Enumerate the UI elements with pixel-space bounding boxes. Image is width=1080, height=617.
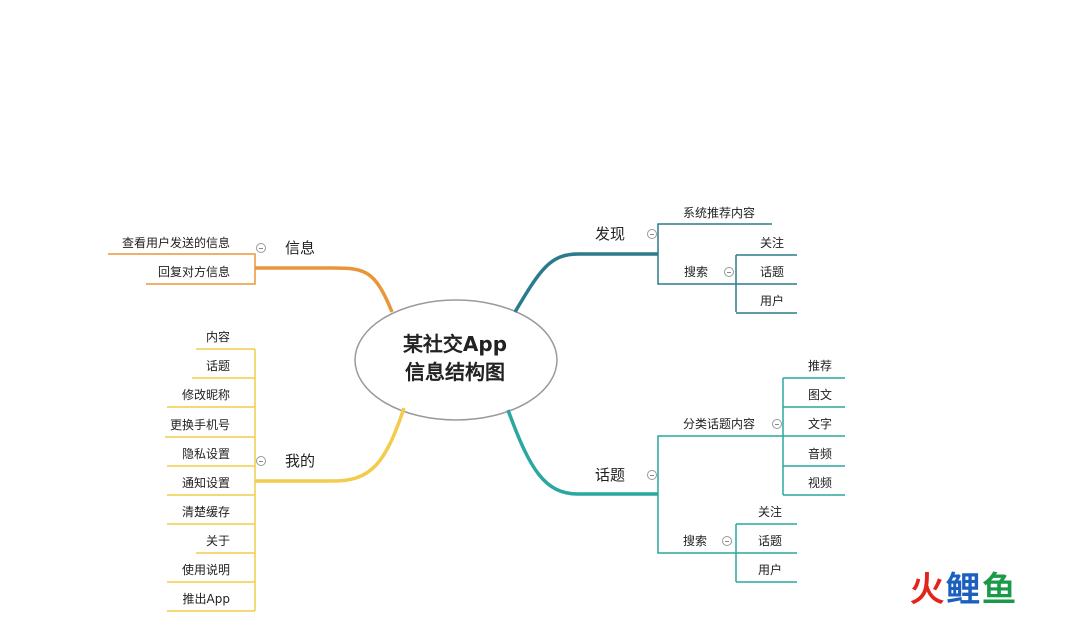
topic-category-item[interactable]: 音频 — [808, 447, 833, 461]
collapse-icon[interactable] — [647, 229, 657, 239]
discover-search[interactable]: 搜索 — [684, 265, 709, 279]
topic-category-item[interactable]: 视频 — [808, 476, 833, 490]
watermark-logo: 火鲤鱼 — [910, 570, 1018, 610]
collapse-icon[interactable] — [772, 419, 782, 429]
info-item[interactable]: 回复对方信息 — [157, 265, 230, 279]
mine-item[interactable]: 修改昵称 — [181, 388, 230, 402]
mine-item[interactable]: 推出App — [182, 592, 230, 606]
mine-item[interactable]: 更换手机号 — [169, 418, 230, 432]
branch-mine[interactable]: 我的 — [285, 452, 316, 470]
root-title-line2: 信息结构图 — [405, 360, 505, 384]
discover-sys-item[interactable]: 系统推荐内容 — [683, 206, 756, 220]
watermark-char: 鱼 — [982, 570, 1018, 610]
info-branch-lines — [108, 253, 394, 313]
mine-item[interactable]: 关于 — [205, 534, 230, 548]
topic-search[interactable]: 搜索 — [683, 534, 708, 548]
root-title-line1: 某社交App — [402, 332, 508, 356]
topic-branch-lines — [506, 377, 845, 583]
mine-item[interactable]: 话题 — [205, 359, 230, 373]
collapse-icon[interactable] — [256, 456, 266, 466]
root-title: 某社交App 信息结构图 — [360, 330, 550, 386]
mine-branch-lines — [165, 348, 406, 612]
topic-search-item[interactable]: 话题 — [758, 534, 783, 548]
branch-topic[interactable]: 话题 — [595, 466, 626, 484]
mine-item[interactable]: 通知设置 — [181, 476, 230, 490]
branch-info[interactable]: 信息 — [285, 239, 316, 257]
root-node — [354, 299, 558, 421]
topic-category[interactable]: 分类话题内容 — [683, 417, 756, 431]
collapse-icon[interactable] — [722, 536, 732, 546]
info-item[interactable]: 查看用户发送的信息 — [121, 236, 230, 250]
mine-item[interactable]: 使用说明 — [181, 563, 230, 577]
collapse-icon[interactable] — [724, 267, 734, 277]
topic-category-item[interactable]: 文字 — [808, 417, 833, 431]
discover-search-item[interactable]: 关注 — [760, 236, 785, 250]
watermark-char: 火 — [910, 570, 946, 610]
branch-discover[interactable]: 发现 — [595, 225, 626, 243]
watermark-char: 鲤 — [946, 570, 982, 610]
topic-search-item[interactable]: 关注 — [758, 505, 783, 519]
discover-search-item[interactable]: 话题 — [760, 265, 785, 279]
collapse-icon[interactable] — [256, 243, 266, 253]
topic-category-item[interactable]: 图文 — [808, 388, 833, 402]
mine-item[interactable]: 隐私设置 — [181, 447, 230, 461]
discover-branch-lines — [513, 223, 797, 314]
topic-category-item[interactable]: 推荐 — [808, 359, 833, 373]
mine-item[interactable]: 内容 — [205, 330, 230, 344]
collapse-icon[interactable] — [647, 470, 657, 480]
topic-search-item[interactable]: 用户 — [758, 563, 783, 577]
mine-item[interactable]: 清楚缓存 — [181, 505, 230, 519]
discover-search-item[interactable]: 用户 — [760, 294, 785, 308]
